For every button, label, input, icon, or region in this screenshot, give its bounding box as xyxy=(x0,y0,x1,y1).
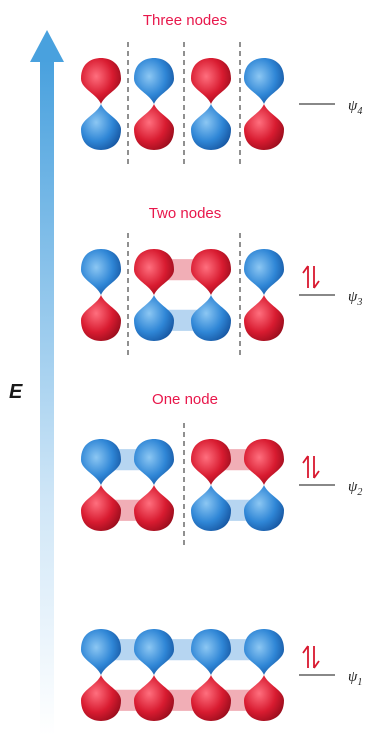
orbital-lobes xyxy=(81,249,284,341)
negative-lobe xyxy=(191,104,231,150)
energy-arrow-shaft xyxy=(40,60,54,736)
positive-lobe xyxy=(244,104,284,150)
negative-lobe xyxy=(134,439,174,485)
psi-symbol: ψ xyxy=(348,479,358,495)
positive-lobe xyxy=(134,675,174,721)
orbital-title: Two nodes xyxy=(149,205,222,222)
orbital-lobes xyxy=(81,629,284,721)
orbital-title: One node xyxy=(152,391,218,408)
psi-subscript: 2 xyxy=(357,487,362,498)
orbital-psi1: ψ1 xyxy=(81,629,362,721)
electron-spin-up-arrow xyxy=(302,645,309,668)
orbital-lobes xyxy=(81,58,284,150)
nodal-planes xyxy=(127,233,241,357)
psi-subscript: 4 xyxy=(357,106,362,117)
energy-axis: E xyxy=(9,30,64,736)
orbital-label: ψ2 xyxy=(348,479,362,498)
orbital-psi2: One node ψ2 xyxy=(81,391,362,547)
electron-spin-down-arrow xyxy=(313,266,320,289)
nodal-planes xyxy=(127,42,241,166)
negative-lobe xyxy=(244,249,284,295)
orbital-label: ψ3 xyxy=(348,289,362,308)
negative-lobe xyxy=(244,58,284,104)
psi-symbol: ψ xyxy=(348,669,358,685)
negative-lobe xyxy=(134,58,174,104)
electron-spin-up-arrow xyxy=(302,455,309,478)
positive-lobe xyxy=(81,485,121,531)
negative-lobe xyxy=(81,249,121,295)
orbital-lobes xyxy=(81,439,284,531)
negative-lobe xyxy=(134,295,174,341)
positive-lobe xyxy=(134,249,174,295)
energy-arrow-head xyxy=(30,30,64,62)
positive-lobe xyxy=(81,295,121,341)
negative-lobe xyxy=(191,485,231,531)
negative-lobe xyxy=(81,439,121,485)
negative-lobe xyxy=(81,104,121,150)
psi-subscript: 3 xyxy=(356,297,362,308)
psi-symbol: ψ xyxy=(348,289,358,305)
positive-lobe xyxy=(191,249,231,295)
positive-lobe xyxy=(191,675,231,721)
electron-spin-down-arrow xyxy=(313,456,320,479)
orbital-psi4: Three nodes ψ4 xyxy=(81,12,362,166)
psi-subscript: 1 xyxy=(357,677,362,688)
psi-symbol: ψ xyxy=(348,98,358,114)
positive-lobe xyxy=(244,295,284,341)
orbital-label: ψ1 xyxy=(348,669,362,688)
positive-lobe xyxy=(244,439,284,485)
negative-lobe xyxy=(81,629,121,675)
positive-lobe xyxy=(134,104,174,150)
negative-lobe xyxy=(244,485,284,531)
negative-lobe xyxy=(191,629,231,675)
positive-lobe xyxy=(81,675,121,721)
positive-lobe xyxy=(191,58,231,104)
positive-lobe xyxy=(191,439,231,485)
electron-spin-up-arrow xyxy=(302,265,309,288)
electron-spin-down-arrow xyxy=(313,646,320,669)
positive-lobe xyxy=(81,58,121,104)
orbital-psi3: Two nodes ψ3 xyxy=(81,205,362,357)
energy-axis-label: E xyxy=(9,381,23,403)
orbital-title: Three nodes xyxy=(143,12,227,29)
negative-lobe xyxy=(244,629,284,675)
negative-lobe xyxy=(134,629,174,675)
orbital-label: ψ4 xyxy=(348,98,362,117)
positive-lobe xyxy=(134,485,174,531)
negative-lobe xyxy=(191,295,231,341)
positive-lobe xyxy=(244,675,284,721)
